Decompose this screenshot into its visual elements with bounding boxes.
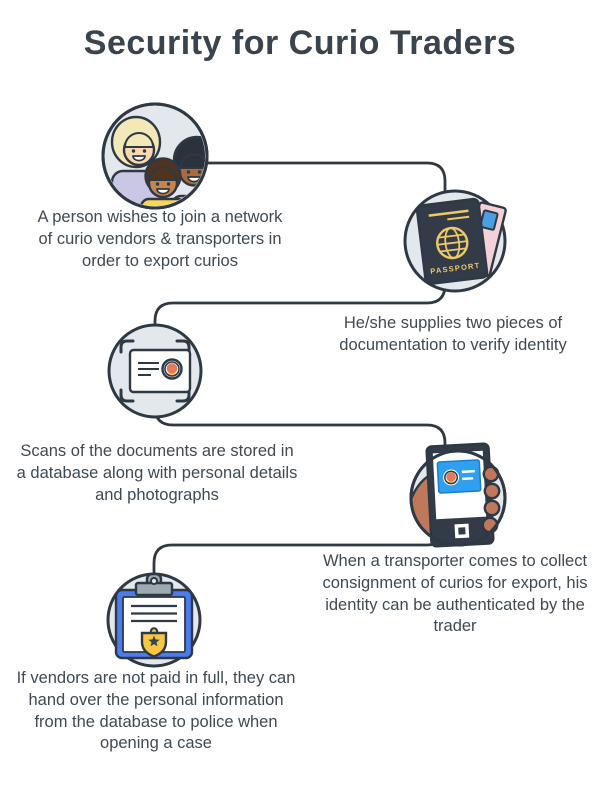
scan-corner-brackets: [119, 339, 191, 403]
people-icon: [101, 102, 209, 210]
step-caption-3: Scans of the documents are stored in a d…: [16, 442, 298, 504]
passport-icon: PASSPORT: [403, 189, 507, 293]
step-caption-4: When a transporter comes to collect cons…: [322, 552, 588, 636]
phone: [425, 442, 495, 548]
police-report-icon: [106, 572, 202, 668]
step-caption-2: He/she supplies two pieces of documentat…: [339, 314, 567, 354]
step-caption-5: If vendors are not paid in full, they ca…: [16, 669, 296, 753]
page-title: Security for Curio Traders: [83, 24, 517, 62]
passport-book: PASSPORT: [415, 197, 489, 286]
police-badge: [140, 627, 168, 658]
phone-id-icon: [409, 442, 507, 548]
step-caption-1: A person wishes to join a network of cur…: [37, 208, 283, 270]
document-scan-icon: [107, 323, 203, 419]
